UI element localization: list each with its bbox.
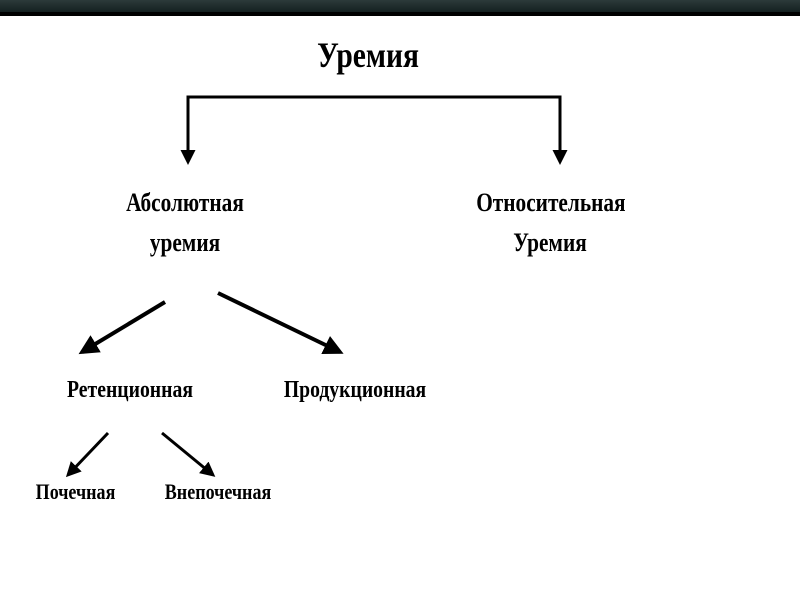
production-label: Продукционная <box>283 377 427 403</box>
absolute-uremia-node: Абсолютная уремия <box>115 183 254 264</box>
arrow-to-retention <box>78 300 167 355</box>
production-node: Продукционная <box>281 372 429 409</box>
arrow-to-renal <box>65 431 110 478</box>
renal-node: Почечная <box>28 475 122 509</box>
absolute-uremia-line2: уремия <box>149 228 221 258</box>
renal-label: Почечная <box>35 479 116 504</box>
relative-uremia-line1: Относительная <box>476 188 626 217</box>
extrarenal-label: Внепочечная <box>164 479 272 504</box>
absolute-uremia-line1: Абсолютная <box>126 188 244 217</box>
header-rule <box>0 12 800 16</box>
root-label: Уремия <box>317 35 419 75</box>
header-band <box>0 0 800 12</box>
arrow-to-production <box>217 291 344 355</box>
relative-uremia-node: Относительная Уремия <box>476 183 626 264</box>
retention-node: Ретенционная <box>60 372 199 409</box>
retention-label: Ретенционная <box>67 377 193 403</box>
relative-uremia-line2: Уремия <box>513 228 587 258</box>
root-node: Уремия <box>286 28 450 84</box>
root-bracket <box>186 95 562 155</box>
arrow-to-extrarenal <box>161 431 216 477</box>
extrarenal-node: Внепочечная <box>161 475 276 509</box>
